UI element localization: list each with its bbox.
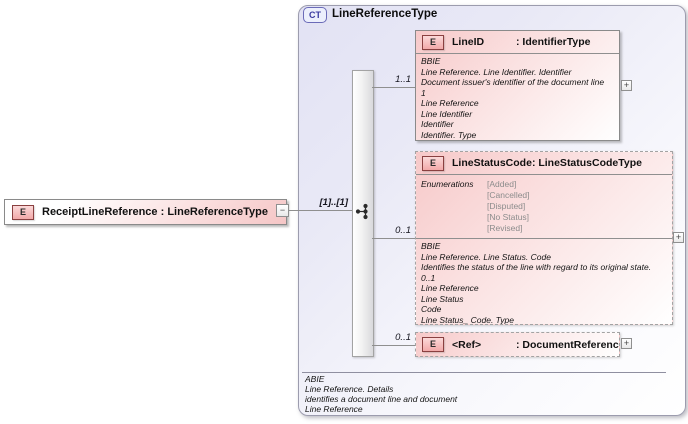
footer-line: ABIE: [305, 374, 325, 384]
doc-line: BBIE: [421, 241, 441, 251]
ref-expand-handle[interactable]: +: [621, 338, 632, 349]
root-element-label: ReceiptLineReference : LineReferenceType: [42, 206, 268, 218]
root-element-receiptlinereference[interactable]: E ReceiptLineReference : LineReferenceTy…: [4, 199, 287, 225]
doc-line: Line Status_ Code. Type: [421, 314, 514, 325]
doc-line: Line Reference: [421, 98, 479, 108]
doc-line: Identifies the status of the line with r…: [421, 262, 652, 272]
element-badge-icon: E: [422, 34, 444, 50]
doc-line: Line Reference. Line Identifier. Identif…: [421, 66, 572, 77]
enumeration-values: [Added] [Cancelled] [Disputed] [No Statu…: [487, 179, 530, 234]
element-badge-icon: E: [422, 155, 444, 171]
doc-line: Code: [421, 304, 442, 314]
ref-cardinality: 0..1: [395, 332, 411, 343]
linestatuscode-expand-handle[interactable]: +: [673, 232, 684, 243]
connector-to-linestatuscode: [372, 238, 415, 239]
doc-line: 1: [421, 87, 426, 98]
doc-line: Line Reference. Line Status. Code: [421, 251, 551, 262]
doc-line: Identifier: [421, 119, 454, 129]
ref-header[interactable]: E <Ref> : DocumentReference: [416, 333, 619, 356]
compositor-cardinality-label: [1]..[1]: [319, 197, 349, 208]
lineid-header[interactable]: E LineID : IdentifierType: [416, 31, 619, 54]
linestatuscode-enumerations: Enumerations [Added] [Cancelled] [Disput…: [416, 175, 672, 239]
collapse-handle[interactable]: −: [276, 204, 289, 217]
enumeration-value: [Revised]: [487, 223, 523, 233]
connector-to-lineid: [372, 87, 415, 88]
element-badge-icon: E: [422, 337, 444, 352]
linestatuscode-header[interactable]: E LineStatusCode : LineStatusCodeType: [416, 152, 672, 175]
doc-line: BBIE: [421, 56, 441, 66]
element-box-linestatuscode[interactable]: E LineStatusCode : LineStatusCodeType En…: [415, 151, 673, 325]
footer-line: identifies a document line and document: [305, 394, 458, 404]
element-box-ref[interactable]: E <Ref> : DocumentReference: [415, 332, 620, 357]
lineid-cardinality: 1..1: [395, 74, 411, 85]
enumeration-value: [Disputed]: [487, 201, 526, 211]
doc-line: Line Status: [421, 293, 464, 304]
complex-type-badge-icon: CT: [303, 7, 327, 23]
linestatuscode-type: : LineStatusCodeType: [531, 157, 643, 169]
lineid-expand-handle[interactable]: +: [621, 80, 632, 91]
complex-type-footer-divider: [302, 372, 666, 373]
lineid-annotation: BBIE Line Reference. Line Identifier. Id…: [416, 54, 619, 140]
lineid-name: LineID: [452, 36, 485, 48]
linestatuscode-name: LineStatusCode: [452, 157, 532, 169]
sequence-compositor-icon: [355, 203, 368, 220]
linestatuscode-cardinality: 0..1: [395, 225, 411, 236]
connector-to-ref: [372, 345, 415, 346]
doc-line: 0..1: [421, 272, 436, 283]
enumerations-label: Enumerations: [421, 179, 474, 189]
complex-type-title: LineReferenceType: [332, 8, 438, 20]
doc-line: Document issuer's identifier of the docu…: [421, 77, 605, 87]
enumeration-value: [Cancelled]: [487, 190, 530, 200]
linestatuscode-annotation: BBIE Line Reference. Line Status. Code I…: [416, 239, 672, 325]
doc-line: Line Identifier: [421, 108, 473, 119]
footer-line: Line Reference. Details: [305, 384, 394, 394]
enumeration-value: [No Status]: [487, 212, 530, 222]
connector-root-to-compositor: [289, 210, 352, 211]
doc-line: Identifier. Type: [421, 129, 477, 140]
ref-name: <Ref>: [452, 338, 482, 351]
ref-type: : DocumentReference: [516, 338, 620, 351]
element-badge-icon: E: [12, 204, 34, 220]
sequence-compositor-bar[interactable]: [352, 70, 374, 357]
footer-line: Line Reference: [305, 404, 363, 414]
lineid-type: : IdentifierType: [516, 36, 591, 48]
complex-type-annotation: ABIE Line Reference. Details identifies …: [305, 374, 457, 414]
element-box-lineid[interactable]: E LineID : IdentifierType BBIE Line Refe…: [415, 30, 620, 141]
doc-line: Line Reference: [421, 283, 479, 293]
enumeration-value: [Added]: [487, 179, 517, 189]
